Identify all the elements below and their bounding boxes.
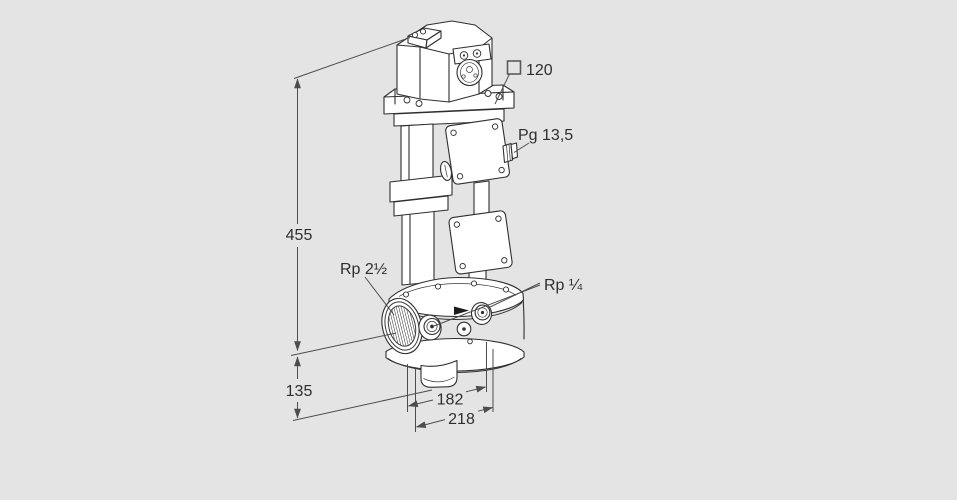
- label-rp-1-4: Rp ¼: [544, 277, 583, 294]
- dimension-lower-height: 135: [286, 356, 433, 421]
- dim-label-135: 135: [286, 383, 313, 400]
- dim-label-218: 218: [448, 411, 475, 428]
- test-port-left: [418, 314, 442, 341]
- cable-gland: [502, 142, 519, 164]
- side-slot: [439, 160, 453, 182]
- dimension-flange-width: 182: [407, 342, 487, 412]
- square-symbol: [506, 60, 522, 75]
- label-rp-2-1-2: Rp 2½: [340, 261, 387, 278]
- callout-inlet-thread: Rp 2½: [340, 261, 395, 316]
- junction-box-2: [448, 210, 513, 275]
- valve-assembly: [381, 20, 525, 388]
- callout-actuator-square: 120: [494, 60, 553, 105]
- actuator-head: [396, 20, 493, 103]
- callout-test-ports: Rp ¼: [433, 277, 583, 327]
- callout-cable-gland: Pg 13,5: [513, 127, 573, 153]
- bottom-stub: [420, 359, 458, 388]
- label-pg-13-5: Pg 13,5: [518, 127, 573, 144]
- junction-box-1: [439, 118, 519, 185]
- dim-label-120: 120: [526, 62, 553, 79]
- dimension-annotations: 455 135 182 218 120: [286, 37, 583, 432]
- top-terminal-block: [407, 27, 442, 49]
- position-indicator: [456, 321, 472, 337]
- dim-label-455: 455: [286, 227, 313, 244]
- round-connector: [456, 58, 483, 87]
- connector-plate: [452, 43, 492, 65]
- dimension-total-height: 455: [286, 37, 411, 356]
- valve-body: [381, 276, 525, 388]
- dim-label-182: 182: [437, 392, 464, 409]
- dimension-overall-width: 218: [415, 349, 494, 432]
- flow-direction-arrow: [454, 306, 469, 315]
